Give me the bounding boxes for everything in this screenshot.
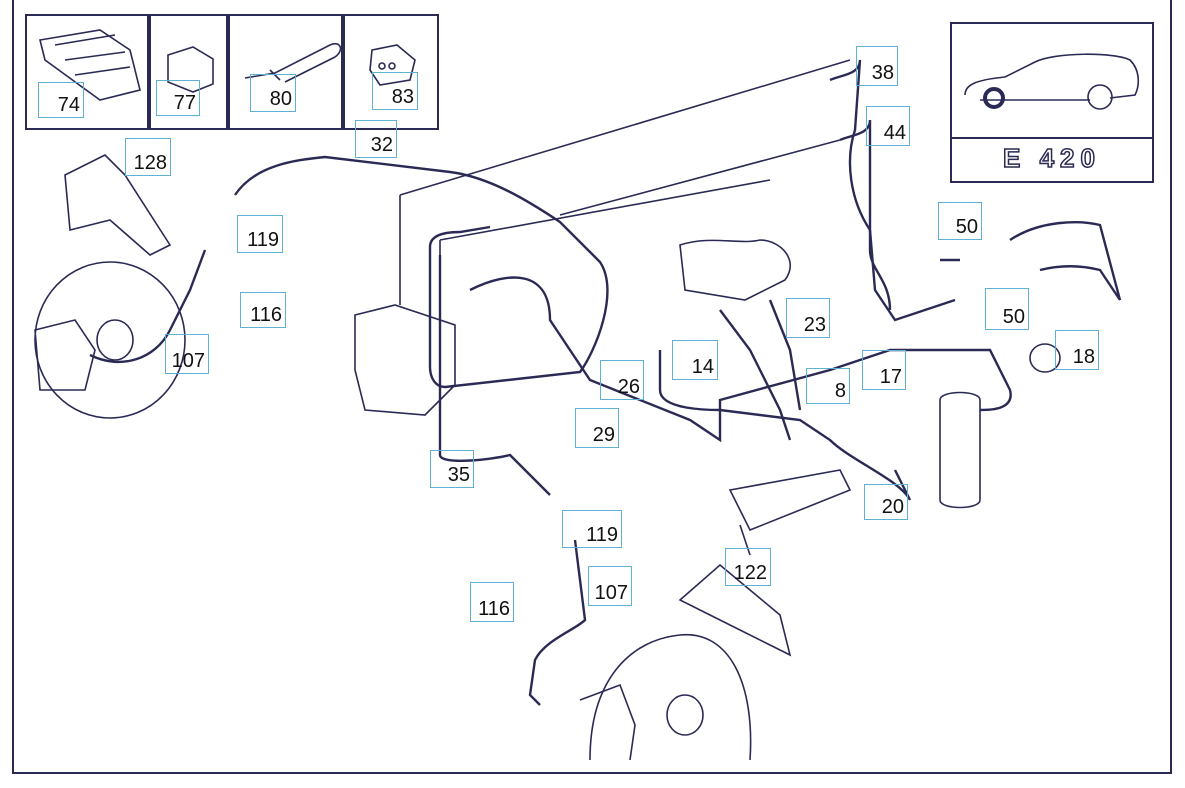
callout-number: 26: [617, 376, 640, 398]
callout-number: 8: [834, 380, 846, 402]
callout-number: 116: [250, 304, 282, 326]
kit-divider: [341, 14, 345, 130]
callout-number: 119: [247, 229, 279, 251]
callout-14[interactable]: 14: [672, 340, 718, 380]
callout-116-upper[interactable]: 116: [240, 292, 286, 328]
callout-number: 77: [173, 92, 196, 114]
callout-77[interactable]: 77: [156, 80, 200, 116]
callout-83[interactable]: 83: [372, 72, 418, 110]
callout-number: 29: [592, 424, 615, 446]
callout-116-lower[interactable]: 116: [470, 582, 514, 622]
callout-29[interactable]: 29: [575, 408, 619, 448]
callout-number: 18: [1072, 346, 1095, 368]
callout-number: 20: [881, 496, 904, 518]
callout-20[interactable]: 20: [864, 484, 908, 520]
callout-80[interactable]: 80: [250, 74, 296, 112]
callout-18[interactable]: 18: [1055, 330, 1099, 370]
grommet-83-drawing: [369, 44, 416, 86]
callout-number: 83: [391, 86, 414, 108]
vehicle-badge-panel: [950, 22, 1154, 183]
distribution-block-drawing: [728, 469, 852, 556]
callout-44[interactable]: 44: [866, 106, 910, 146]
front-left-brake-disc-drawing: [34, 154, 186, 419]
callout-50-upper[interactable]: 50: [938, 202, 982, 240]
callout-119-upper[interactable]: 119: [237, 215, 283, 253]
kit-divider: [226, 14, 230, 130]
vehicle-model-label: E 420: [1002, 142, 1101, 174]
car-silhouette-drawing: [952, 53, 1152, 139]
callout-number: 107: [171, 350, 205, 372]
callout-107-upper[interactable]: 107: [165, 334, 209, 374]
callout-number: 32: [370, 134, 393, 156]
callout-8[interactable]: 8: [806, 368, 850, 404]
callout-number: 74: [57, 94, 80, 116]
brake-lines: [89, 59, 1122, 706]
diagram-frame: [12, 0, 1172, 774]
callout-number: 128: [133, 152, 167, 174]
callout-23[interactable]: 23: [786, 298, 830, 338]
pressure-accumulator-drawing: [939, 391, 981, 509]
callout-number: 116: [478, 598, 510, 620]
front-right-brake-disc-drawing: [579, 563, 792, 761]
clip-77-drawing: [167, 46, 214, 93]
callout-119-lower[interactable]: 119: [562, 510, 622, 548]
callout-number: 23: [803, 314, 826, 336]
callout-number: 17: [879, 366, 902, 388]
callout-number: 35: [447, 464, 470, 486]
callout-number: 119: [586, 524, 618, 546]
accessory-parts-panel: [25, 14, 439, 130]
callout-128[interactable]: 128: [125, 138, 171, 176]
callout-50-lower[interactable]: 50: [985, 288, 1029, 330]
callout-number: 80: [269, 88, 292, 110]
callout-17[interactable]: 17: [862, 350, 906, 390]
callout-32[interactable]: 32: [355, 120, 397, 158]
callout-number: 50: [1002, 306, 1025, 328]
brake-booster-drawing: [679, 239, 791, 301]
callout-number: 14: [691, 356, 714, 378]
kit-divider: [147, 14, 151, 130]
clip-74-drawing: [39, 29, 141, 101]
callout-74[interactable]: 74: [38, 82, 84, 118]
callout-122[interactable]: 122: [725, 548, 771, 586]
callout-107-lower[interactable]: 107: [588, 566, 632, 606]
callout-number: 44: [883, 122, 906, 144]
callout-26[interactable]: 26: [600, 360, 644, 400]
plug-18-drawing: [1029, 343, 1061, 373]
callout-number: 122: [733, 562, 767, 584]
callout-35[interactable]: 35: [430, 450, 474, 488]
callout-number: 50: [955, 216, 978, 238]
callout-38[interactable]: 38: [856, 46, 898, 86]
callout-number: 107: [594, 582, 628, 604]
callout-number: 38: [871, 62, 894, 84]
cable-tie-80-drawing: [244, 42, 342, 83]
